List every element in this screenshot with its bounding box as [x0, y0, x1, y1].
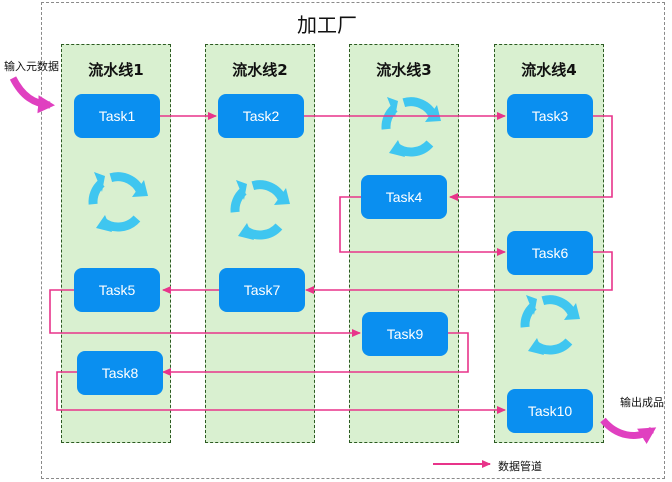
factory-boundary — [41, 2, 665, 479]
pipe-task9-task8 — [162, 332, 469, 376]
lane-3 — [349, 44, 459, 443]
output-label: 输出成品 — [620, 396, 664, 409]
task-4: Task4 — [361, 175, 447, 219]
legend-label: 数据管道 — [498, 460, 542, 473]
cycle-icon — [386, 97, 441, 157]
task-6: Task6 — [507, 231, 593, 275]
pipe-task4-task6 — [339, 196, 506, 256]
lane-2-title: 流水线2 — [232, 61, 288, 79]
factory-title: 加工厂 — [297, 13, 357, 37]
pipe-task5-task9 — [49, 289, 361, 337]
task-2: Task2 — [218, 94, 304, 138]
cycle-icon — [525, 295, 580, 355]
output-arrow — [600, 417, 657, 444]
cycle-icon — [93, 172, 148, 232]
task-5: Task5 — [74, 268, 160, 312]
task-1: Task1 — [74, 94, 160, 138]
task-7: Task7 — [219, 268, 305, 312]
cycle-icon — [235, 180, 290, 240]
task-3: Task3 — [507, 94, 593, 138]
lane-3-title: 流水线3 — [376, 61, 432, 79]
pipe-task3-task4 — [449, 115, 613, 201]
task-9: Task9 — [362, 312, 448, 356]
task-8: Task8 — [77, 351, 163, 395]
input-label: 输入元数据 — [4, 60, 59, 73]
lane-1-title: 流水线1 — [88, 61, 144, 79]
lane-4-title: 流水线4 — [521, 61, 577, 79]
input-arrow — [9, 76, 55, 114]
task-10: Task10 — [507, 389, 593, 433]
pipe-task6-task7 — [305, 251, 613, 294]
pipe-task8-task10 — [56, 371, 506, 414]
